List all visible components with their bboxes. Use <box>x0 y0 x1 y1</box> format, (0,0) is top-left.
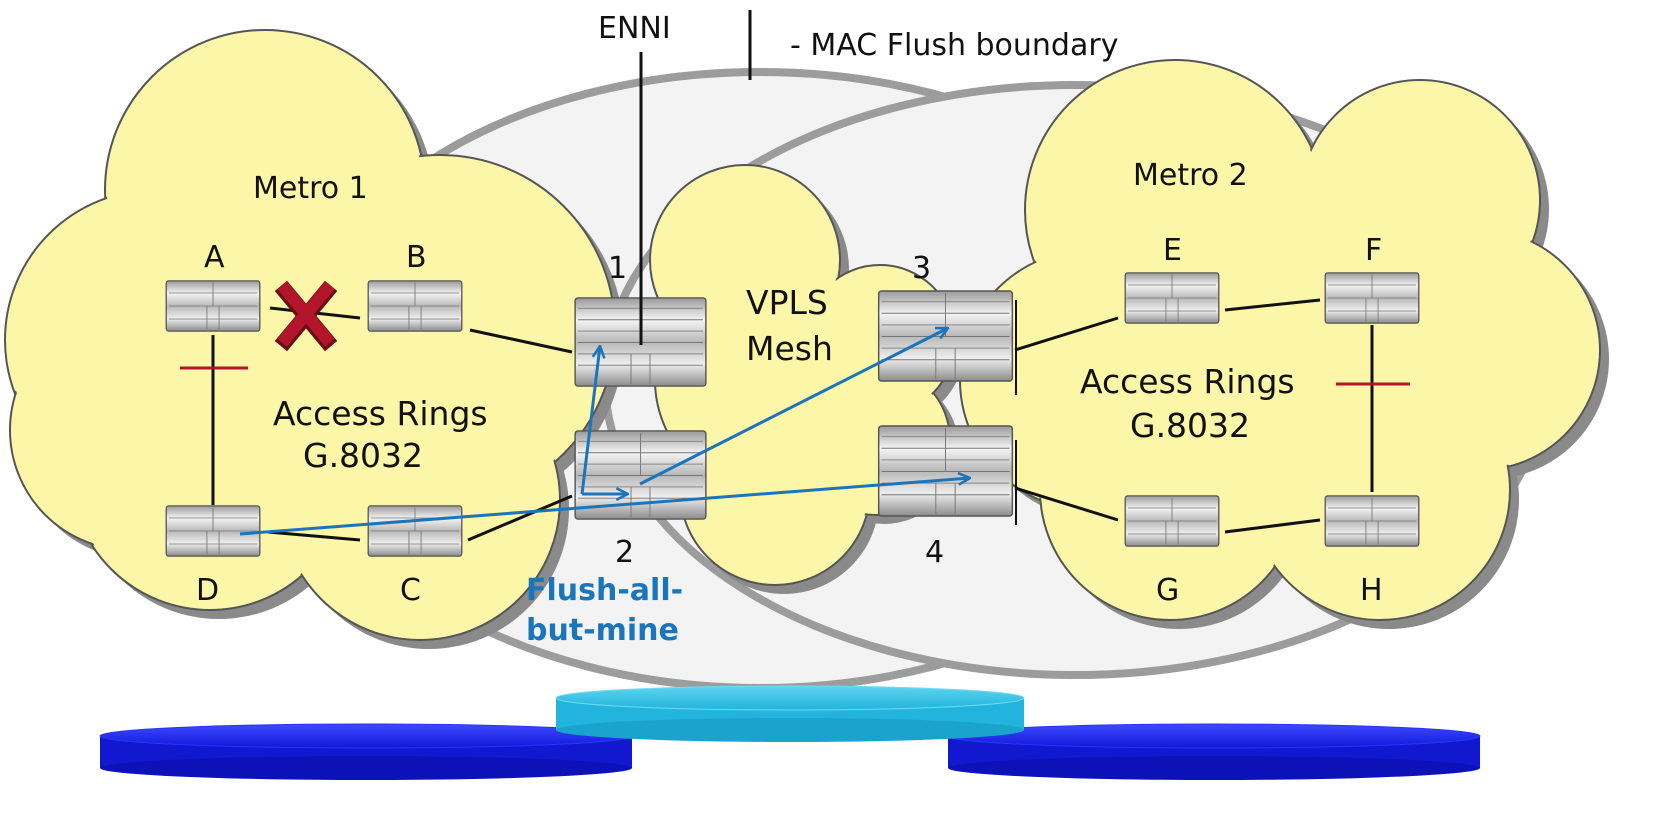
vpls-label-line2: Mesh <box>746 329 833 368</box>
node-label-3: 3 <box>912 251 931 286</box>
flush-annotation-line2: but-mine <box>526 613 679 648</box>
metro2-label: Metro 2 <box>1133 158 1248 193</box>
link-E-F <box>1224 298 1321 312</box>
disc-right <box>947 723 1481 780</box>
switch-G <box>1124 495 1220 547</box>
metro1-cloud <box>4 29 624 649</box>
node-label-4: 4 <box>925 535 944 570</box>
access-rings-right-line1: Access Rings <box>1080 362 1295 401</box>
link-B-1 <box>469 328 573 354</box>
node-label-2: 2 <box>615 535 634 570</box>
flush-arrows <box>239 326 970 536</box>
disc-center <box>555 685 1025 742</box>
switch-D <box>165 505 261 557</box>
arrow-2-to-1 <box>580 346 600 495</box>
access-rings-left-line1: Access Rings <box>273 394 488 433</box>
link-4-G <box>1014 486 1119 522</box>
link-failure-icon <box>274 280 338 352</box>
switch-4 <box>877 425 1014 517</box>
node-label-E: E <box>1163 233 1182 268</box>
node-label-F: F <box>1365 233 1382 268</box>
mac-flush-legend-label: - MAC Flush boundary <box>790 28 1118 63</box>
node-label-B: B <box>406 240 427 275</box>
vpls-label-line1: VPLS <box>746 283 828 322</box>
metro2-cloud <box>959 59 1609 629</box>
switch-A <box>165 280 261 332</box>
node-label-G: G <box>1156 573 1179 608</box>
link-D-C <box>267 530 361 542</box>
node-label-A: A <box>204 240 225 275</box>
node-label-H: H <box>1360 573 1383 608</box>
switch-3 <box>877 290 1014 382</box>
disc-left <box>99 723 633 780</box>
node-label-1: 1 <box>608 251 627 286</box>
access-rings-right-line2: G.8032 <box>1130 406 1250 445</box>
layer-discs <box>99 685 1481 780</box>
link-C-2 <box>467 494 573 542</box>
switch-H <box>1324 495 1420 547</box>
switch-B <box>367 280 463 332</box>
enni-label: ENNI <box>598 11 671 46</box>
access-rings-left-line2: G.8032 <box>303 436 423 475</box>
ring-block-markers <box>180 366 1410 386</box>
metro1-label: Metro 1 <box>253 171 368 206</box>
arrow-D-to-4 <box>239 478 970 536</box>
arrow-2-to-3 <box>639 326 948 486</box>
switch-E <box>1124 272 1220 324</box>
switch-F <box>1324 272 1420 324</box>
node-label-C: C <box>400 573 421 608</box>
link-G-H <box>1224 518 1321 534</box>
node-label-D: D <box>196 573 219 608</box>
flush-annotation-line1: Flush-all- <box>526 573 683 608</box>
link-3-E <box>1014 316 1119 352</box>
switch-C <box>367 505 463 557</box>
